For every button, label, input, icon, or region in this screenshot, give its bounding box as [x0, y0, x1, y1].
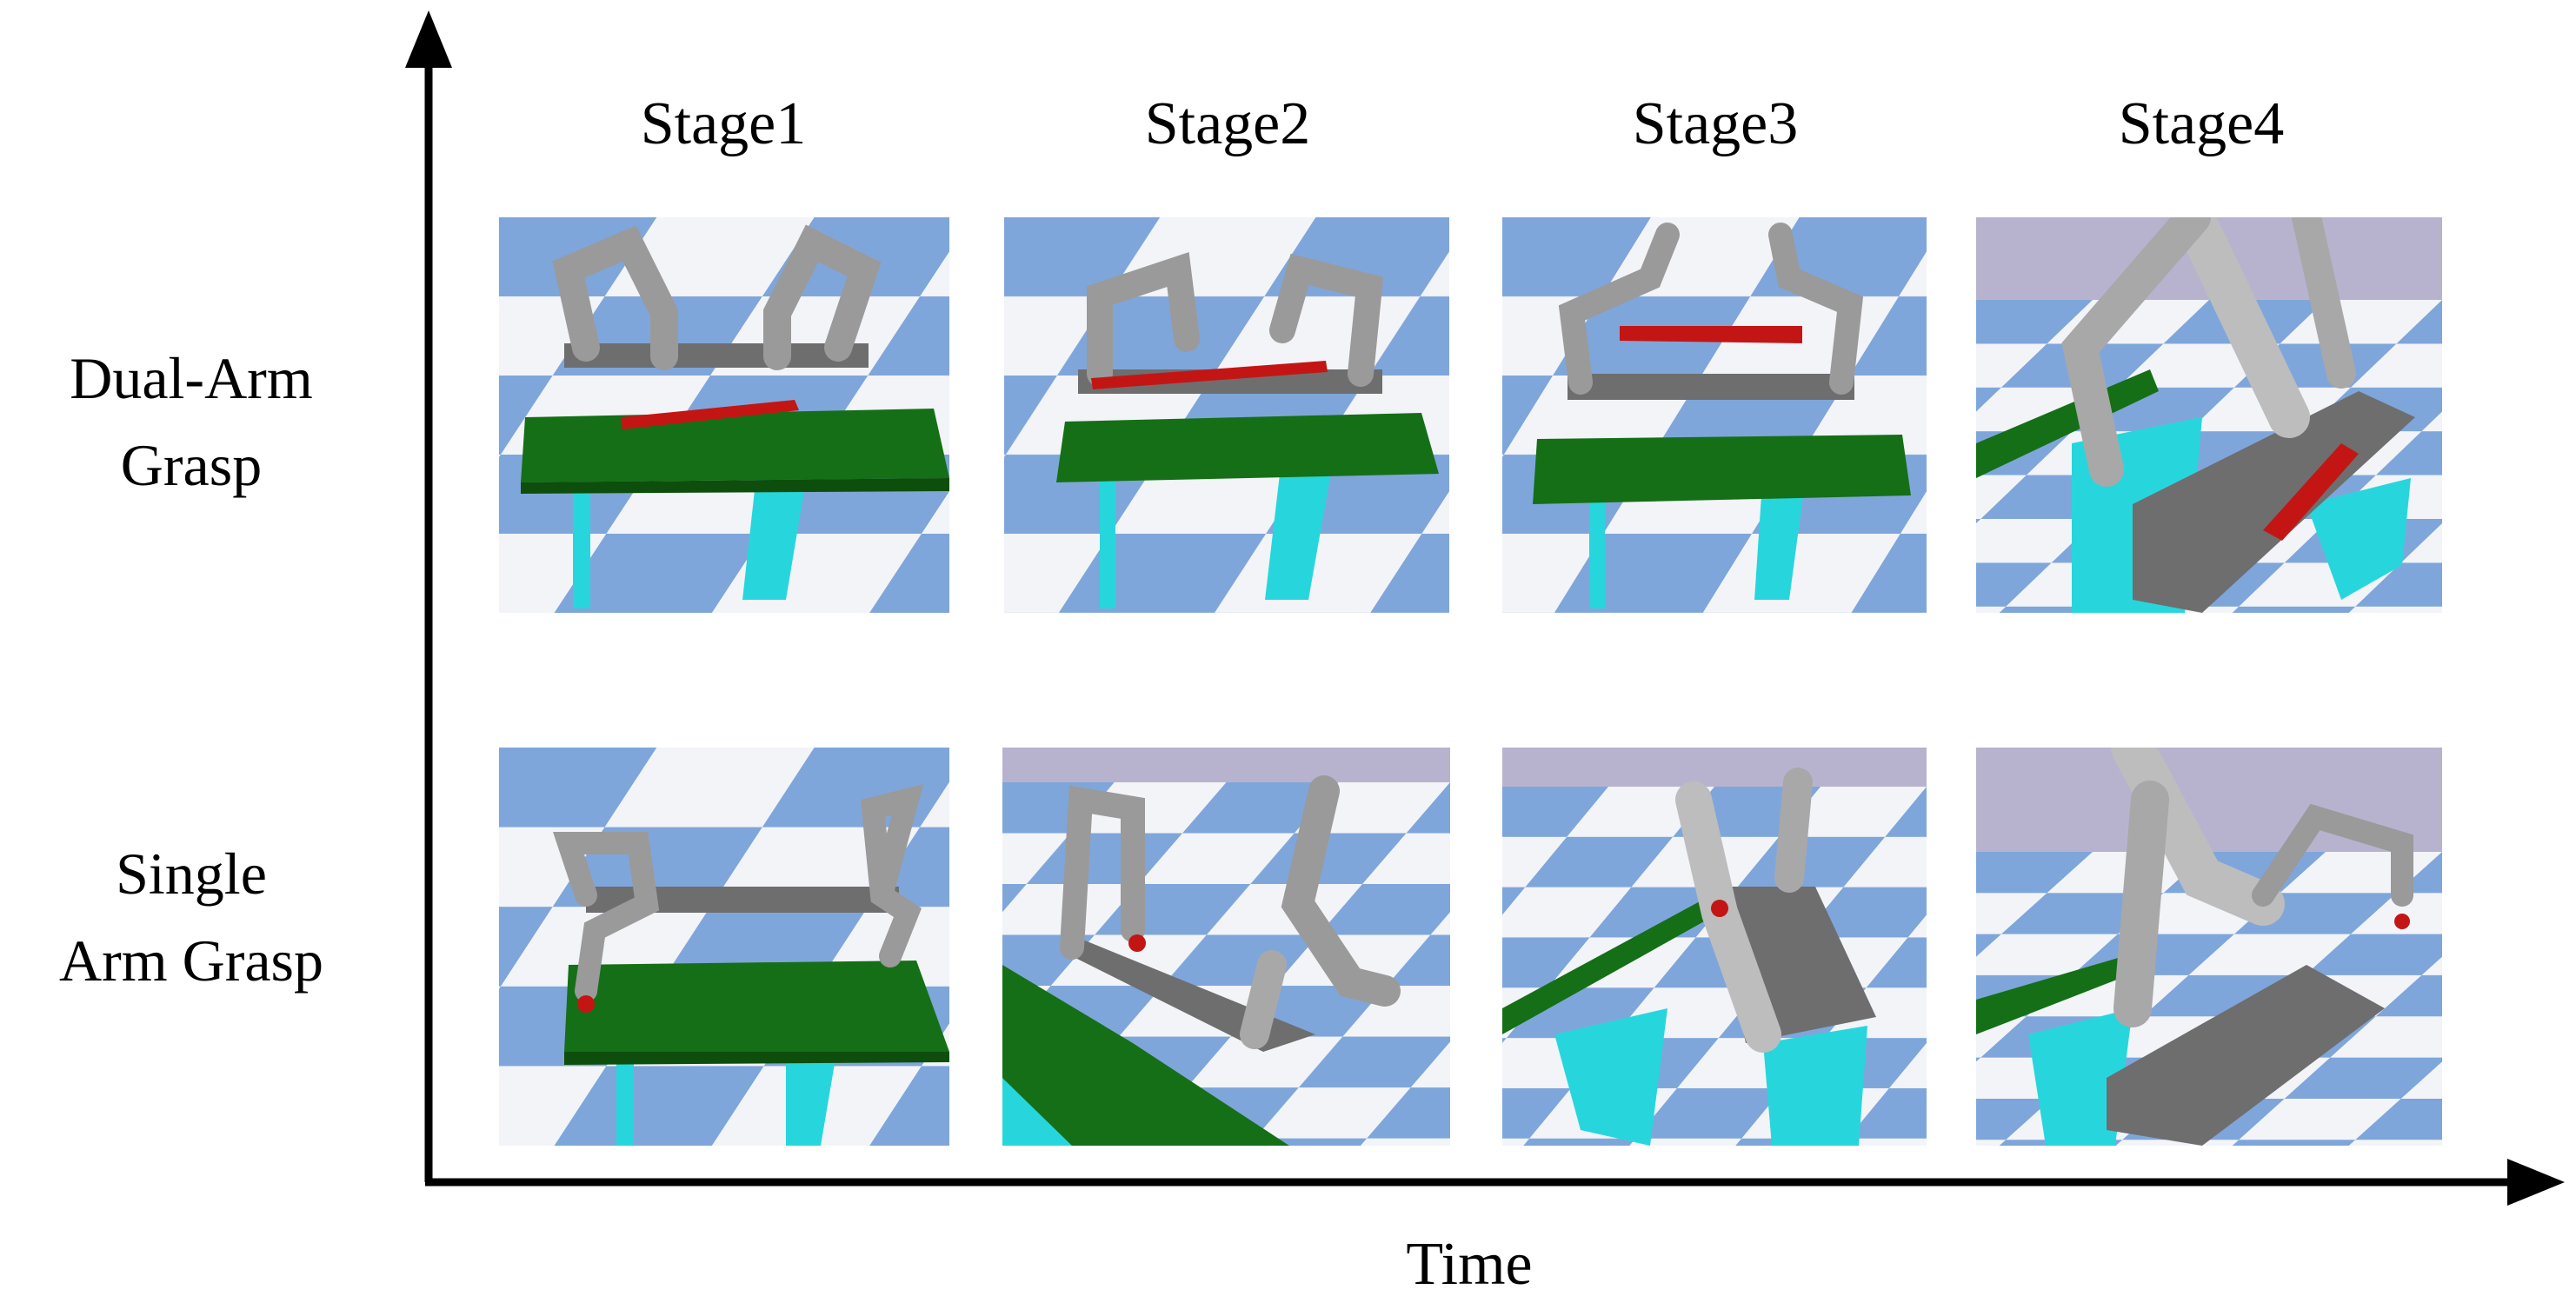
row-label-dual-arm: Dual-Arm Grasp — [9, 335, 374, 509]
panel-single-arm-stage1 — [499, 748, 949, 1146]
panel-dual-arm-stage3 — [1502, 217, 1927, 613]
stage-label-1: Stage1 — [640, 90, 807, 157]
panel-single-arm-stage2 — [1002, 748, 1450, 1146]
panel-single-arm-stage3 — [1502, 748, 1927, 1146]
row-label-single-arm: Single Arm Grasp — [0, 830, 383, 1004]
stage-label-3: Stage3 — [1632, 90, 1799, 157]
x-axis-arrowhead — [2507, 1159, 2565, 1206]
row-label-single-arm-line1: Single — [116, 841, 267, 907]
stage-label-4: Stage4 — [2118, 90, 2285, 157]
panel-dual-arm-stage1 — [499, 217, 949, 613]
stage-label-2: Stage2 — [1144, 90, 1311, 157]
row-label-dual-arm-line2: Grasp — [120, 432, 263, 498]
row-label-dual-arm-line1: Dual-Arm — [70, 345, 313, 411]
panel-dual-arm-stage2 — [1004, 217, 1449, 613]
panel-dual-arm-stage4 — [1976, 217, 2442, 613]
row-label-single-arm-line2: Arm Grasp — [58, 927, 324, 994]
y-axis-arrowhead — [405, 10, 452, 68]
panel-single-arm-stage4 — [1976, 748, 2442, 1146]
x-axis-label: Time — [1406, 1231, 1533, 1298]
